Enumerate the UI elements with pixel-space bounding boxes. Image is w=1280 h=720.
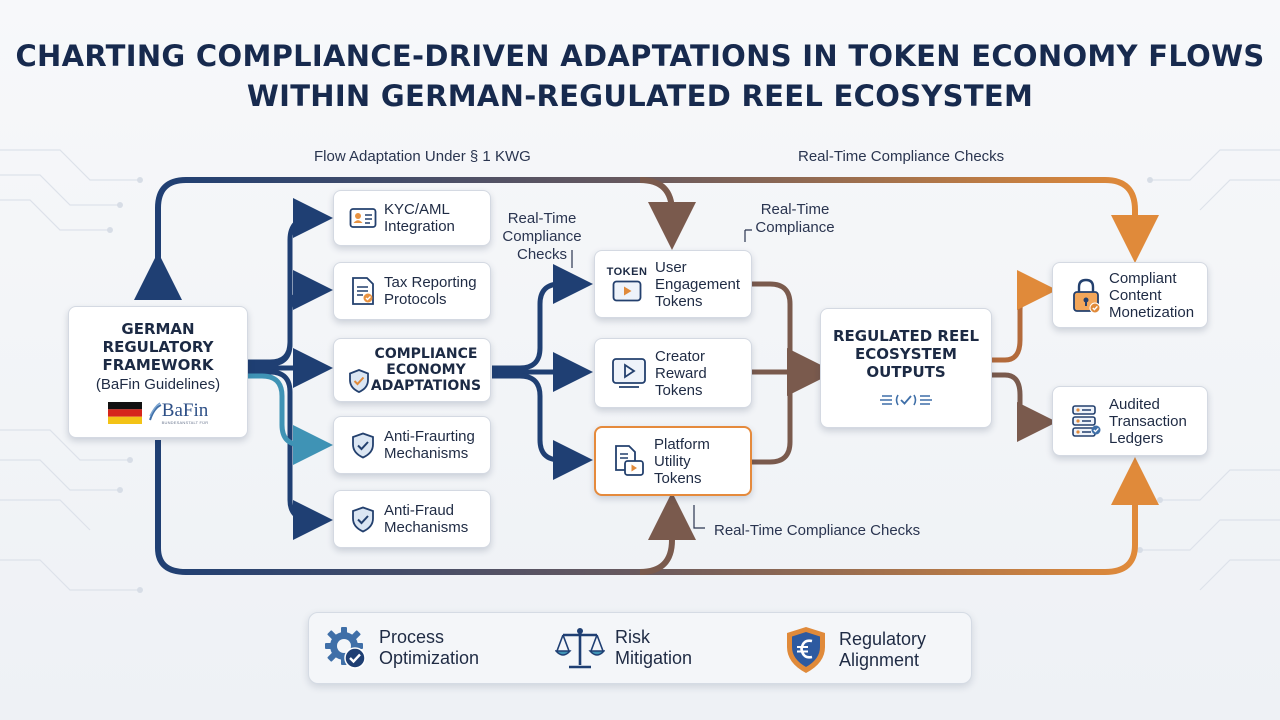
user-engagement-tokens-label: User Engagement Tokens <box>655 258 741 310</box>
platform-utility-tokens-label: Platform Utility Tokens <box>654 435 710 487</box>
framework-subtitle: (BaFin Guidelines) <box>95 375 221 393</box>
legend-item-process-optimization: Process Optimization <box>323 625 509 671</box>
compliance-adaptations-label: COMPLIANCE ECONOMY ADAPTATIONS <box>370 346 482 394</box>
tax-document-icon <box>352 277 374 305</box>
shield-check-icon <box>352 506 374 532</box>
creator-reward-tokens-label: Creator Reward Tokens <box>655 347 707 399</box>
anti-fraurting-label: Anti-Fraurting Mechanisms <box>384 428 475 462</box>
german-regulatory-framework-node[interactable]: GERMAN REGULATORY FRAMEWORK (BaFin Guide… <box>68 306 248 438</box>
gear-check-icon <box>325 627 366 669</box>
german-flag-icon <box>107 401 142 424</box>
legend-label-regulatory-alignment: Regulatory Alignment <box>839 629 927 670</box>
flow-label-top-left: Flow Adaptation Under § 1 KWG <box>314 148 531 165</box>
audited-transaction-ledgers-node[interactable]: Audited Transaction Ledgers <box>1052 386 1208 456</box>
legend-label-risk-mitigation: Risk Mitigation <box>615 627 693 668</box>
bafin-logo-subtext: BUNDESANSTALT FÜR <box>161 419 209 425</box>
euro-shield-icon <box>787 627 825 673</box>
bafin-logo-icon <box>148 401 162 420</box>
play-icon <box>612 280 642 302</box>
creator-reward-tokens-node[interactable]: Creator Reward Tokens <box>594 338 752 408</box>
outputs-hub-label: REGULATED REEL ECOSYSTEM OUTPUTS <box>832 327 980 381</box>
regulated-reel-ecosystem-outputs-node[interactable]: REGULATED REEL ECOSYSTEM OUTPUTS <box>820 308 992 428</box>
flow-label-top-right: Real-Time Compliance Checks <box>798 148 1005 165</box>
framework-title: GERMAN REGULATORY FRAMEWORK <box>102 319 214 374</box>
kyc-aml-node[interactable]: KYC/AML Integration <box>333 190 491 246</box>
kyc-aml-label: KYC/AML Integration <box>384 201 455 235</box>
anti-fraurting-node[interactable]: Anti-Fraurting Mechanisms <box>333 416 491 474</box>
anti-fraud-label: Anti-Fraud Mechanisms <box>384 502 469 536</box>
flow-label-mid-left: Real-Time Compliance Checks <box>502 210 582 263</box>
shield-check-icon <box>349 369 369 393</box>
document-play-icon <box>615 445 644 476</box>
audited-transaction-ledgers-label: Audited Transaction Ledgers <box>1109 395 1187 447</box>
server-ledger-icon <box>1072 405 1101 437</box>
legend-item-regulatory-alignment: Regulatory Alignment <box>783 625 949 675</box>
tax-reporting-label: Tax Reporting Protocols <box>384 274 477 308</box>
padlock-icon <box>1073 278 1101 313</box>
legend-item-risk-mitigation: Risk Mitigation <box>555 625 715 671</box>
bafin-logo-text: BaFin <box>161 399 209 421</box>
video-icon <box>612 358 646 388</box>
compliance-adaptations-node[interactable]: COMPLIANCE ECONOMY ADAPTATIONS <box>333 338 491 402</box>
compliant-content-monetization-node[interactable]: Compliant Content Monetization <box>1052 262 1208 328</box>
checkmark-flow-icon <box>880 394 932 406</box>
token-badge: TOKEN <box>606 266 648 278</box>
shield-check-icon <box>352 432 374 458</box>
legend-panel: Process Optimization Risk Mitigation Reg… <box>308 612 972 684</box>
flow-label-mid-right: Real-Time Compliance <box>755 201 835 236</box>
scales-icon <box>555 628 605 669</box>
compliant-content-monetization-label: Compliant Content Monetization <box>1109 269 1195 321</box>
platform-utility-tokens-node[interactable]: Platform Utility Tokens <box>594 426 752 496</box>
flow-label-bottom: Real-Time Compliance Checks <box>714 522 921 539</box>
id-card-icon <box>349 208 377 228</box>
anti-fraud-node[interactable]: Anti-Fraud Mechanisms <box>333 490 491 548</box>
user-engagement-tokens-node[interactable]: TOKEN User Engagement Tokens <box>594 250 752 318</box>
legend-label-process-optimization: Process Optimization <box>379 627 480 668</box>
tax-reporting-node[interactable]: Tax Reporting Protocols <box>333 262 491 320</box>
diagram-title: CHARTING COMPLIANCE-DRIVEN ADAPTATIONS I… <box>15 39 1265 113</box>
